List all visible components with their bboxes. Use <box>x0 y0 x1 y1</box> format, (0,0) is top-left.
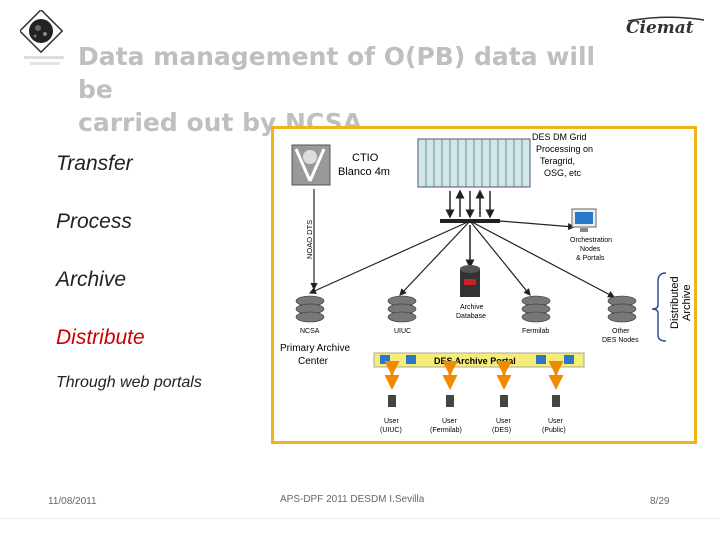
grid-label-2: Processing on <box>536 144 593 154</box>
user-fermilab-label-2: (Fermilab) <box>430 427 462 434</box>
distributed-brace <box>651 272 667 342</box>
user-uiuc-label-1: User <box>384 418 399 425</box>
primary-archive-label-1: Primary Archive <box>280 343 350 354</box>
grid-label-3: Teragrid, <box>540 156 575 166</box>
ctio-sublabel: Blanco 4m <box>338 166 390 178</box>
node-ncsa-label: NCSA <box>300 328 320 335</box>
node-fermilab-label: Fermilab <box>522 328 549 335</box>
footer-event: APS-DPF 2011 DESDM I.Sevilla <box>280 494 425 505</box>
footer-page-number: 8/29 <box>650 496 670 507</box>
primary-archive-label-2: Center <box>298 356 329 367</box>
user-des-label-1: User <box>496 418 511 425</box>
title-line-1: Data management of O(PB) data will be <box>78 42 596 104</box>
archive-db-label-1: Archive <box>460 304 483 311</box>
bullet-distribute: Distribute <box>56 326 145 349</box>
institution-logo <box>20 10 64 65</box>
monitor-icon <box>571 208 597 232</box>
orch-label-1: Orchestration <box>570 237 612 244</box>
user-computer-icons <box>388 395 560 407</box>
bullet-process: Process <box>56 210 132 233</box>
user-des-label-2: (DES) <box>492 427 511 434</box>
page-title: Data management of O(PB) data will be ca… <box>78 40 638 139</box>
noao-dts-label: NOAO DTS <box>305 220 314 259</box>
database-icon <box>460 265 480 297</box>
distributed-label-1: Distributed <box>669 276 681 329</box>
grid-processing-racks <box>417 138 531 188</box>
user-public-label-2: (Public) <box>542 427 566 434</box>
node-uiuc-label: UIUC <box>394 328 411 335</box>
distributed-label-2: Archive <box>681 284 693 321</box>
architecture-diagram: CTIO Blanco 4m DES DM Grid Processing on… <box>271 126 697 444</box>
portal-monitor-icons <box>380 355 574 364</box>
grid-label-1: DES DM Grid <box>532 132 587 142</box>
user-arrows <box>384 361 564 390</box>
bullet-transfer: Transfer <box>56 152 133 175</box>
archive-db-label-2: Database <box>456 313 486 320</box>
telescope-icon <box>291 144 331 186</box>
server-clusters <box>295 295 637 323</box>
user-uiuc-label-2: (UIUC) <box>380 427 402 434</box>
node-other-label: Other <box>612 328 630 335</box>
brand-swoosh-icon <box>627 16 705 22</box>
archive-portal-bar <box>373 352 585 368</box>
archive-portal-label: DES Archive Portal <box>434 356 516 366</box>
bullet-archive: Archive <box>56 268 127 291</box>
orch-label-2: Nodes <box>580 246 601 253</box>
orch-label-3: & Portals <box>576 255 605 262</box>
user-public-label-1: User <box>548 418 563 425</box>
hub-connector <box>308 189 616 298</box>
brand-logo: Ciemat <box>626 18 694 38</box>
user-fermilab-label-1: User <box>442 418 457 425</box>
ctio-label: CTIO <box>352 152 379 164</box>
des-nodes-label: DES Nodes <box>602 337 639 344</box>
footer-date: 11/08/2011 <box>48 496 97 507</box>
grid-label-4: OSG, etc <box>544 168 582 178</box>
sub-bullet-web-portals: Through web portals <box>56 374 202 391</box>
footer-divider <box>0 518 720 519</box>
